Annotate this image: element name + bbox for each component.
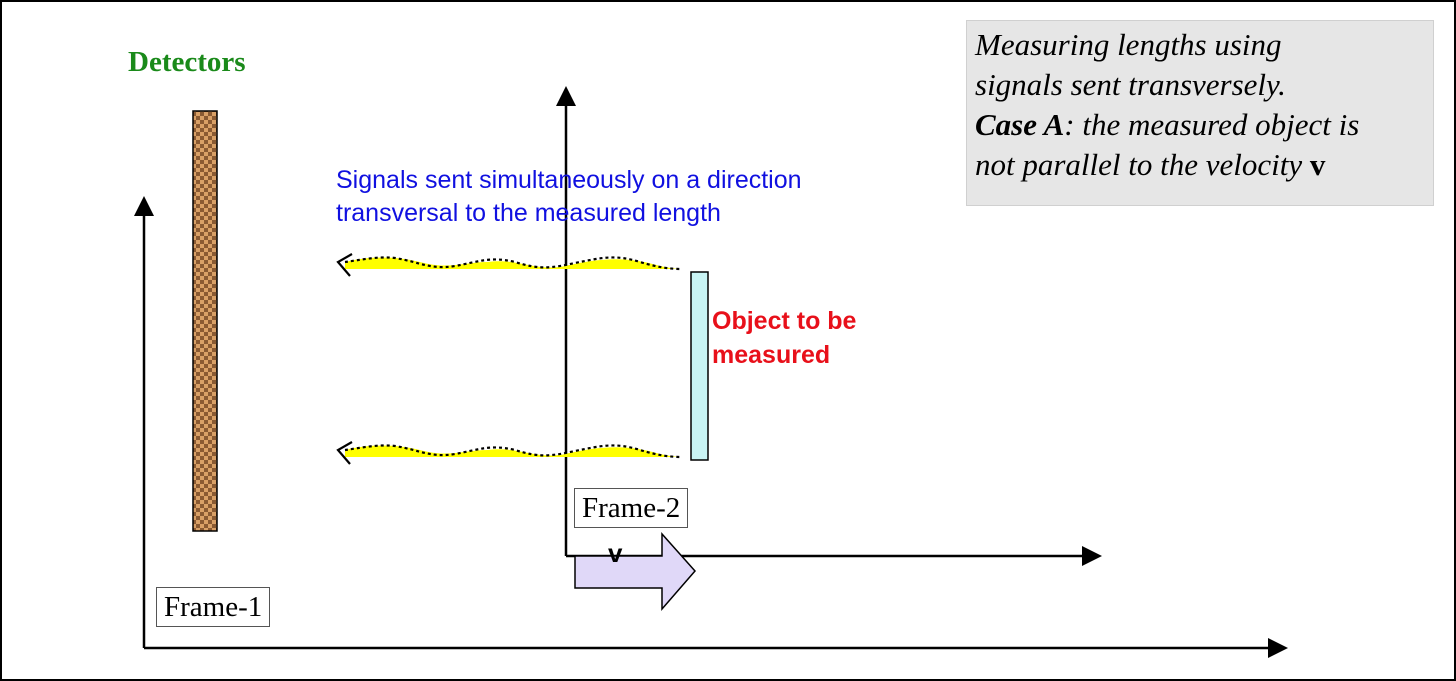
- frame2-y-arrowhead: [556, 86, 576, 106]
- info-box-line1: Measuring lengths using: [975, 27, 1282, 62]
- info-box-line2: signals sent transversely.: [975, 67, 1286, 102]
- frame2-label: Frame-2: [574, 488, 689, 528]
- signal-arrowhead-upper: [336, 253, 353, 277]
- detectors-label: Detectors: [128, 46, 246, 78]
- object-bar: [690, 271, 709, 461]
- velocity-arrow: [574, 532, 696, 612]
- detector-bar: [192, 110, 218, 532]
- signals-caption-line1: Signals sent simultaneously on a directi…: [336, 166, 802, 194]
- info-box-line3-rest: : the measured object is: [1064, 107, 1360, 142]
- object-label: Object to be measured: [712, 304, 856, 372]
- signal-arrowhead-lower: [336, 441, 353, 465]
- info-box-line4-text: not parallel to the velocity: [975, 147, 1310, 182]
- info-box-line3: Case A: the measured object is: [975, 105, 1425, 145]
- velocity-label: v: [608, 538, 623, 568]
- frame1-x-arrowhead: [1268, 638, 1288, 658]
- signals-caption: Signals sent simultaneously on a directi…: [336, 164, 802, 230]
- info-box-case-label: Case A: [975, 107, 1065, 142]
- signal-wave-lower: [336, 441, 683, 465]
- info-box-line4: not parallel to the velocity v: [975, 145, 1425, 185]
- signal-wave-upper: [336, 253, 683, 277]
- info-box: Measuring lengths using signals sent tra…: [966, 20, 1434, 206]
- frame1-y-arrowhead: [134, 196, 154, 216]
- frame1-label: Frame-1: [156, 587, 271, 627]
- object-label-line1: Object to be: [712, 307, 857, 335]
- info-box-velocity-symbol: v: [1309, 147, 1326, 182]
- frame1-axes: [134, 196, 1288, 658]
- frame2-x-arrowhead: [1082, 546, 1102, 566]
- object-label-line2: measured: [712, 341, 831, 369]
- signals-caption-line2: transversal to the measured length: [336, 199, 721, 227]
